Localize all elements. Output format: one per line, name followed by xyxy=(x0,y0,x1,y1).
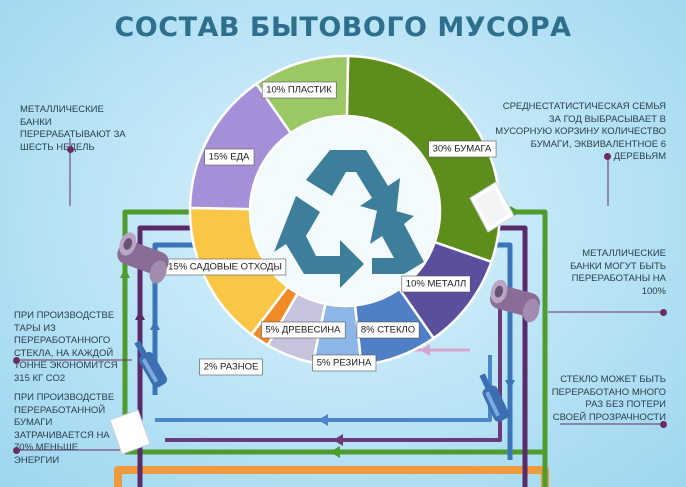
glass-bottle-icon xyxy=(479,373,509,422)
callout-dot xyxy=(67,146,74,153)
slice-label: 10% МЕТАЛЛ xyxy=(401,275,471,293)
metal-can-icon xyxy=(117,232,169,284)
note-paper-six-trees: СРЕДНЕСТАТИСТИЧЕСКАЯ СЕМЬЯ ЗА ГОД ВЫБРАС… xyxy=(495,101,666,162)
green-pipe-right xyxy=(520,209,548,487)
arrow-left-icon xyxy=(318,414,328,426)
paper-sheet-icon xyxy=(109,409,151,455)
orange-pipe xyxy=(114,466,549,487)
slice-label: 10% ПЛАСТИК xyxy=(261,81,337,99)
arrow-up-icon xyxy=(120,268,130,278)
arrow-down-icon xyxy=(505,380,515,390)
note-glass-co2: ПРИ ПРОИЗВОДСТВЕ ТАРЫ ИЗ ПЕРЕРАБОТАННОГО… xyxy=(14,310,118,384)
note-metal-cans-100: МЕТАЛЛИЧЕСКИЕ БАНКИ МОГУТ БЫТЬ ПЕРЕРАБОТ… xyxy=(570,248,666,297)
slice-label: 15% САДОВЫЕ ОТХОДЫ xyxy=(163,258,287,276)
page-title: СОСТАВ БЫТОВОГО МУСОРА xyxy=(114,12,572,43)
slice-label-box xyxy=(261,81,337,99)
slice-label-text: 10% МЕТАЛЛ xyxy=(406,279,466,290)
slice-label-box xyxy=(312,354,377,372)
slice-label-text: 15% САДОВЫЕ ОТХОДЫ xyxy=(168,262,282,273)
arrow-up-icon xyxy=(150,320,160,330)
slice-label: 15% ЕДА xyxy=(204,148,255,166)
note-metal-cans-six-weeks: МЕТАЛЛИЧЕСКИЕ БАНКИ ПЕРЕРАБАТЫВАЮТ ЗА ШЕ… xyxy=(20,104,126,153)
arrow-left-icon xyxy=(420,344,430,356)
callout-dot xyxy=(660,421,667,428)
slice-label-text: 30% БУМАГА xyxy=(433,144,492,155)
arrow-left-icon xyxy=(330,446,340,458)
slice-label-text: 10% ПЛАСТИК xyxy=(266,85,332,96)
slice-label-text: 15% ЕДА xyxy=(209,152,250,163)
slice-label-text: 5% РЕЗИНА xyxy=(317,358,372,369)
slice-label: 8% СТЕКЛО xyxy=(356,321,420,339)
slice-label: 30% БУМАГА xyxy=(428,140,497,158)
slice-label-box xyxy=(204,148,255,166)
slice-label-box xyxy=(401,275,471,293)
callout-dot xyxy=(604,153,611,160)
callout-dot xyxy=(660,309,667,316)
metal-can-icon xyxy=(489,279,541,323)
note-glass-transparency: СТЕКЛО МОЖЕТ БЫТЬ ПЕРЕРАБОТАНО МНОГО РАЗ… xyxy=(551,374,666,423)
purple-pipe-inner xyxy=(165,300,502,442)
waste-composition-donut: 30% БУМАГА 10% МЕТАЛЛ 8% СТЕКЛО 5% РЕЗИНА 5%… xyxy=(163,54,502,376)
arrow-left-icon xyxy=(333,434,343,446)
arrow-up-icon xyxy=(135,310,145,320)
glass-bottle-icon xyxy=(134,340,168,388)
callout-dot xyxy=(13,357,20,364)
blue-pipe-inner xyxy=(155,355,492,422)
slice-label-box xyxy=(428,140,497,158)
slice-label: 2% РАЗНОЕ xyxy=(199,358,263,376)
slice-label-box xyxy=(261,321,346,339)
slice-label-text: 5% ДРЕВЕСИНА xyxy=(265,325,341,336)
recycle-icon xyxy=(274,150,424,288)
paper-sheet-icon xyxy=(469,181,515,233)
donut-slice xyxy=(345,54,502,264)
slice-label: 5% ДРЕВЕСИНА xyxy=(261,321,346,339)
slice-label-text: 2% РАЗНОЕ xyxy=(204,362,259,373)
slice-label-box xyxy=(199,358,263,376)
slice-label-box xyxy=(356,321,420,339)
note-paper-energy: ПРИ ПРОИЗВОДСТВЕ ПЕРЕРАБОТАННОЙ БУМАГИ З… xyxy=(14,392,115,466)
slice-label: 5% РЕЗИНА xyxy=(312,354,377,372)
slice-label-text: 8% СТЕКЛО xyxy=(361,325,415,336)
callout-dot xyxy=(13,447,20,454)
